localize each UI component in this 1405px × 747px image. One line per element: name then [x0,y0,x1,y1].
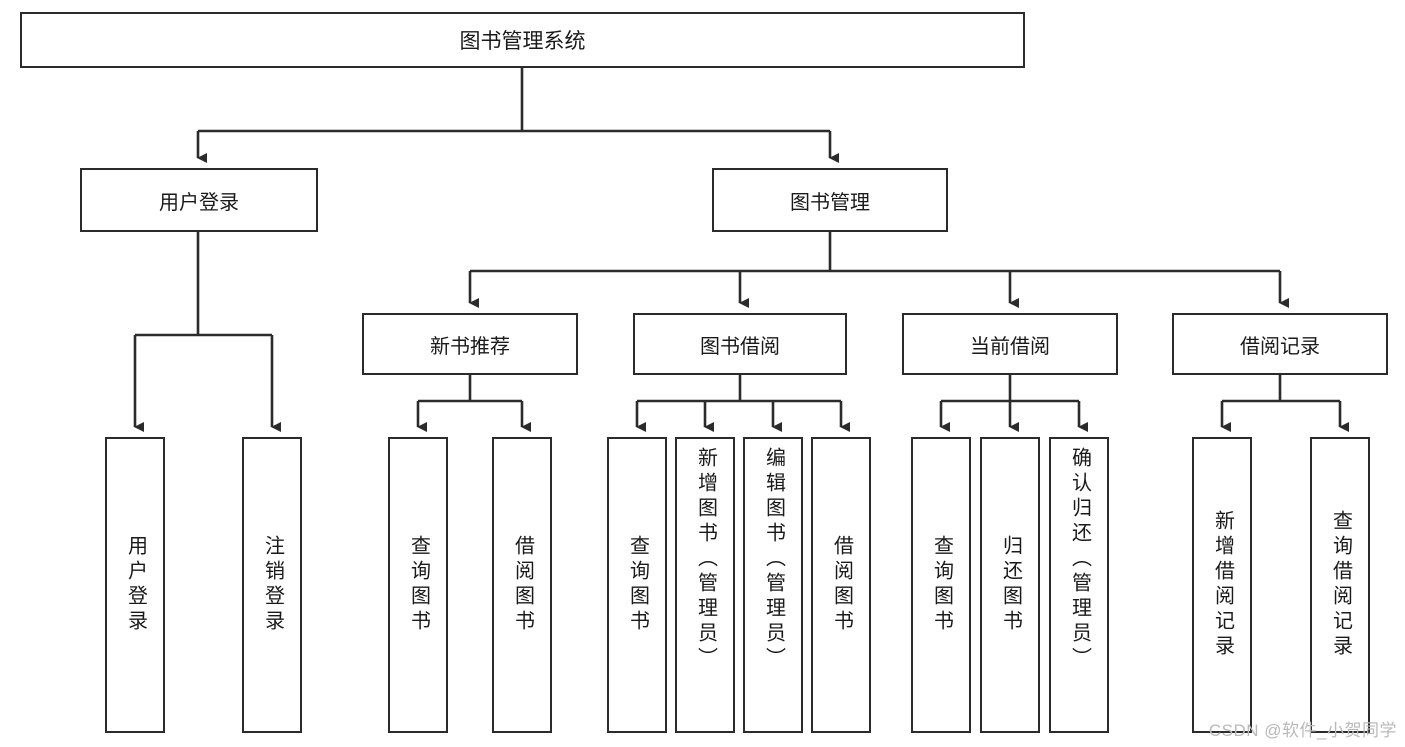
leaf-borrow-records-query-record[interactable]: 查询借阅记录 [1310,437,1370,733]
node-book-borrow-label: 图书借阅 [700,335,780,358]
leaf-new-book-borrow-book[interactable]: 借阅图书 [492,437,552,733]
leaf-book-borrow-add-book[interactable]: 新增图书（管理员） [675,437,735,733]
leaf-book-borrow-borrow-book-label: 借阅图书 [830,535,853,635]
leaf-current-borrow-return-book[interactable]: 归还图书 [980,437,1040,733]
node-current-borrow-label: 当前借阅 [970,335,1050,358]
leaf-book-borrow-add-book-label: 新增图书（管理员） [694,447,717,672]
leaf-new-book-borrow-book-label: 借阅图书 [511,535,534,635]
leaf-new-book-query-book[interactable]: 查询图书 [388,437,448,733]
leaf-new-book-query-book-label: 查询图书 [407,535,430,635]
leaf-user-login-login[interactable]: 用户登录 [105,437,165,733]
leaf-user-login-login-label: 用户登录 [124,535,147,635]
node-book-management-label: 图书管理 [790,191,870,214]
leaf-book-borrow-edit-book[interactable]: 编辑图书（管理员） [743,437,803,733]
leaf-current-borrow-confirm-return[interactable]: 确认归还（管理员） [1049,437,1109,733]
leaf-borrow-records-add-record-label: 新增借阅记录 [1211,510,1234,660]
node-borrow-records[interactable]: 借阅记录 [1172,313,1388,375]
leaf-current-borrow-confirm-return-label: 确认归还（管理员） [1068,447,1091,672]
csdn-watermark: CSDN @软件_小贺同学 [1208,721,1397,740]
node-book-management[interactable]: 图书管理 [712,168,948,232]
leaf-current-borrow-query-book-label: 查询图书 [930,535,953,635]
node-current-borrow[interactable]: 当前借阅 [902,313,1118,375]
leaf-borrow-records-add-record[interactable]: 新增借阅记录 [1192,437,1252,733]
node-user-login[interactable]: 用户登录 [80,168,318,232]
leaf-user-login-logout[interactable]: 注销登录 [242,437,302,733]
node-new-book-recommend-label: 新书推荐 [430,335,510,358]
leaf-current-borrow-query-book[interactable]: 查询图书 [911,437,971,733]
node-new-book-recommend[interactable]: 新书推荐 [362,313,578,375]
node-borrow-records-label: 借阅记录 [1240,335,1320,358]
leaf-book-borrow-query-book-label: 查询图书 [626,535,649,635]
node-user-login-label: 用户登录 [159,191,239,214]
leaf-book-borrow-edit-book-label: 编辑图书（管理员） [762,447,785,672]
leaf-current-borrow-return-book-label: 归还图书 [999,535,1022,635]
node-root-book-management-system[interactable]: 图书管理系统 [20,12,1025,68]
leaf-user-login-logout-label: 注销登录 [261,535,284,635]
node-book-borrow[interactable]: 图书借阅 [633,313,847,375]
leaf-borrow-records-query-record-label: 查询借阅记录 [1329,510,1352,660]
leaf-book-borrow-query-book[interactable]: 查询图书 [607,437,667,733]
leaf-book-borrow-borrow-book[interactable]: 借阅图书 [811,437,871,733]
node-root-label: 图书管理系统 [459,30,586,53]
